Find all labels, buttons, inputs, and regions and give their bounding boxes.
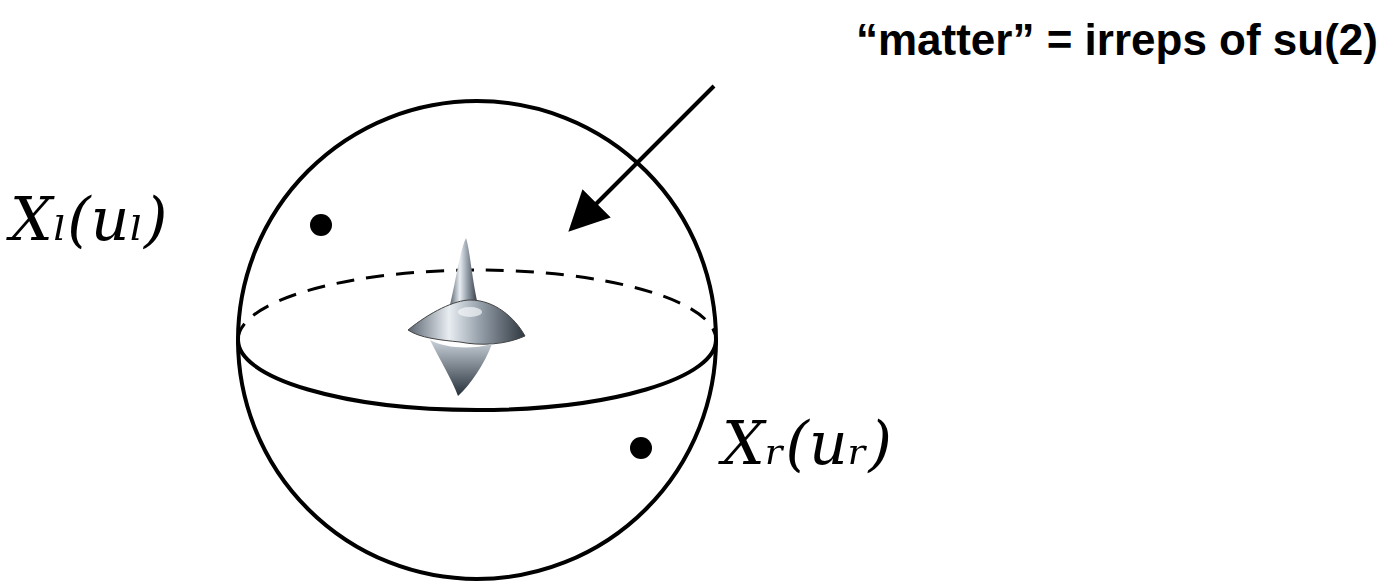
point-marker [630, 437, 652, 459]
spinning-top [408, 238, 525, 396]
sphere-outline [238, 101, 716, 579]
callout-text: “matter” = irreps of su(2) [856, 16, 1378, 64]
point-label: Xₗ(uₗ) [10, 186, 167, 252]
point-label: Xᵣ(uᵣ) [722, 410, 892, 476]
point-marker [310, 214, 332, 236]
leader-arrow [574, 86, 714, 226]
equator-front [238, 340, 716, 410]
